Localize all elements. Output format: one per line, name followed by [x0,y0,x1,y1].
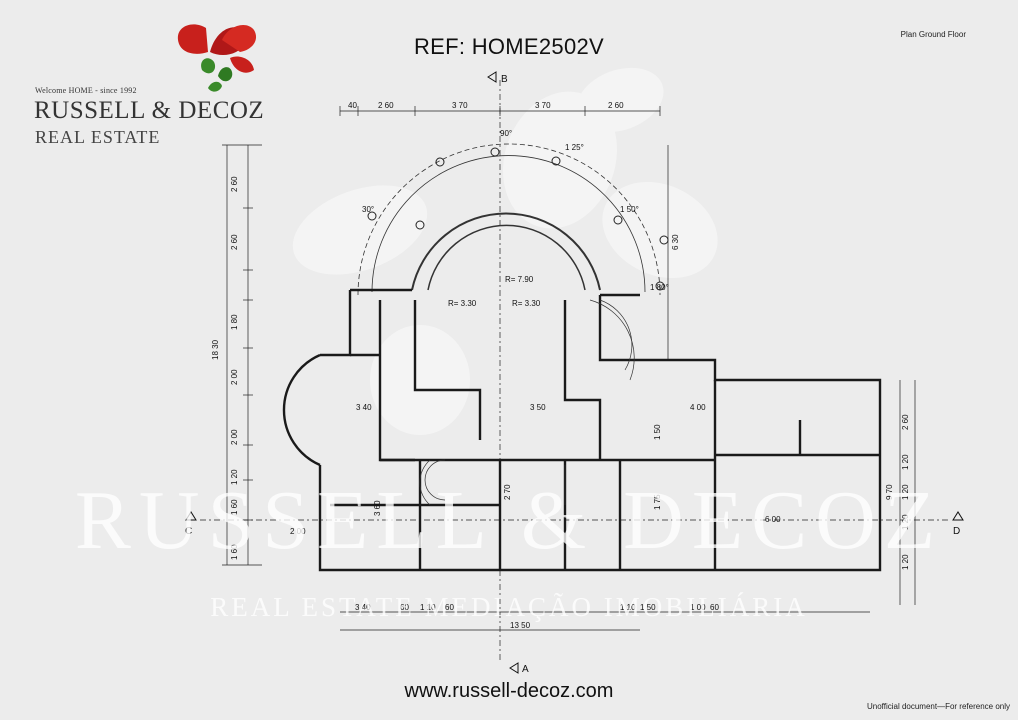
svg-text:A: A [522,664,529,675]
svg-text:1 80°: 1 80° [650,283,669,292]
reference-title: REF: HOME2502V [413,34,605,59]
svg-text:2 70: 2 70 [503,484,512,500]
svg-text:1 00: 1 00 [690,603,706,612]
plan-label: Plan Ground Floor [900,30,966,39]
brand-tagline: Welcome HOME - since 1992 [35,86,137,95]
svg-text:1 50: 1 50 [640,603,656,612]
svg-text:3 40: 3 40 [355,603,371,612]
building-walls [282,288,882,572]
svg-text:40: 40 [348,101,357,110]
dimension-lines [200,80,950,660]
svg-text:1 25°: 1 25° [565,143,584,152]
svg-text:1 20: 1 20 [901,514,910,530]
svg-text:1 20: 1 20 [901,454,910,470]
svg-text:1 50: 1 50 [653,424,662,440]
svg-text:2 60: 2 60 [230,176,239,192]
svg-text:B: B [501,74,508,85]
svg-text:2 60: 2 60 [230,234,239,250]
svg-text:13 50: 13 50 [510,621,531,630]
svg-text:3 50: 3 50 [530,403,546,412]
svg-text:6 00: 6 00 [765,515,781,524]
svg-text:1 50°: 1 50° [620,205,639,214]
svg-text:6 30: 6 30 [671,234,680,250]
svg-text:2 00: 2 00 [230,429,239,445]
svg-text:2 60: 2 60 [608,101,624,110]
svg-text:4 00: 4 00 [690,403,706,412]
watermark-main: RUSSELL & DECOZ [74,474,944,567]
svg-text:1 60: 1 60 [230,499,239,515]
svg-text:1 10: 1 10 [620,603,636,612]
svg-text:1 20: 1 20 [901,554,910,570]
svg-text:1 80: 1 80 [230,314,239,330]
svg-text:1 75: 1 75 [653,494,662,510]
svg-text:60: 60 [445,603,454,612]
svg-text:60: 60 [400,603,409,612]
svg-text:2 60: 2 60 [901,414,910,430]
disclaimer: Unofficial document—For reference only [866,702,1010,711]
svg-text:3 70: 3 70 [452,101,468,110]
svg-text:D: D [953,526,960,537]
brand-name: RUSSELL & DECOZ [34,97,265,124]
svg-text:3 60: 3 60 [373,500,382,516]
svg-text:1 20: 1 20 [230,469,239,485]
watermark-flower [292,67,718,435]
svg-text:60: 60 [710,603,719,612]
svg-text:2 00: 2 00 [290,527,306,536]
svg-text:R= 3.30: R= 3.30 [448,299,477,308]
watermark-sub: REAL ESTATE MEDIAÇÃO IMOBILIÁRIA [210,592,808,622]
svg-text:90°: 90° [500,129,512,138]
svg-text:1 10: 1 10 [420,603,436,612]
brand-subtitle: REAL ESTATE [35,127,161,147]
svg-text:2 00: 2 00 [230,369,239,385]
website-link[interactable]: www.russell-decoz.com [404,680,614,702]
svg-text:30°: 30° [362,205,374,214]
svg-text:1 20: 1 20 [901,484,910,500]
svg-text:1 60: 1 60 [230,544,239,560]
svg-text:9 70: 9 70 [885,484,894,500]
svg-text:3 70: 3 70 [535,101,551,110]
svg-text:C: C [185,526,192,537]
svg-text:3 40: 3 40 [356,403,372,412]
svg-text:R= 7.90: R= 7.90 [505,275,534,284]
red-flower-icon [177,24,257,92]
svg-text:18 30: 18 30 [211,339,220,360]
svg-text:R= 3.30: R= 3.30 [512,299,541,308]
svg-text:2 60: 2 60 [378,101,394,110]
